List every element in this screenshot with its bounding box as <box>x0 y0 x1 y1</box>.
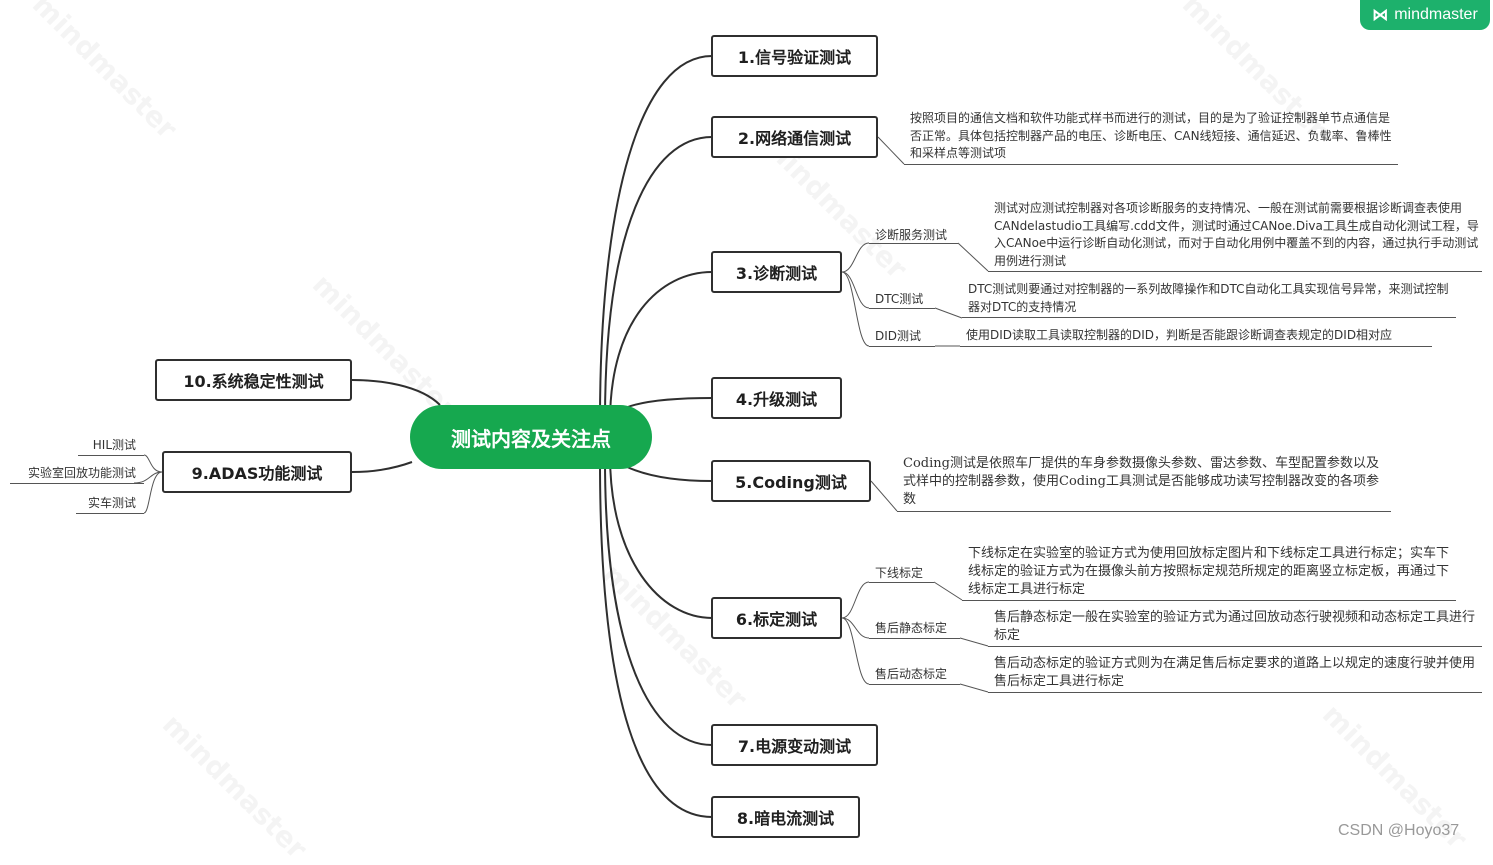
note-did: 使用DID读取工具读取控制器的DID，判断是否能跟诊断调查表规定的DID相对应 <box>960 327 1432 347</box>
branch-system-stability[interactable]: 10.系统稳定性测试 <box>155 359 352 401</box>
branch-dark-current[interactable]: 8.暗电流测试 <box>711 796 860 838</box>
note-network-communication: 按照项目的通信文档和软件功能式样书而进行的测试，目的是为了验证控制器单节点通信是… <box>904 110 1398 165</box>
footer-credit: CSDN @Hoyo37 <box>1338 822 1460 839</box>
note-coding: Coding测试是依照车厂提供的车身参数摄像头参数、雷达参数、车型配置参数以及式… <box>897 455 1391 512</box>
branch-signal-verification[interactable]: 1.信号验证测试 <box>711 35 878 77</box>
logo-mark-icon: ⋈ <box>1372 7 1389 24</box>
subtopic-vehicle-test[interactable]: 实车测试 <box>76 494 144 514</box>
subtopic-lab-playback[interactable]: 实验室回放功能测试 <box>10 464 144 484</box>
mindmaster-logo: ⋈ mindmaster <box>1360 0 1490 30</box>
logo-text: mindmaster <box>1394 6 1478 23</box>
note-diagnostic-service: 测试对应测试控制器对各项诊断服务的支持情况、一般在测试前需要根据诊断调查表使用C… <box>988 200 1482 272</box>
branch-upgrade[interactable]: 4.升级测试 <box>711 377 842 419</box>
branch-power-variation[interactable]: 7.电源变动测试 <box>711 724 878 766</box>
branch-diagnostic[interactable]: 3.诊断测试 <box>711 251 842 293</box>
branch-adas-function[interactable]: 9.ADAS功能测试 <box>162 451 352 493</box>
subtopic-dtc[interactable]: DTC测试 <box>869 290 935 309</box>
branch-calibration[interactable]: 6.标定测试 <box>711 597 842 639</box>
subtopic-diagnostic-service[interactable]: 诊断服务测试 <box>869 226 958 244</box>
note-offline-calibration: 下线标定在实验室的验证方式为使用回放标定图片和下线标定工具进行标定；实车下线标定… <box>962 545 1456 601</box>
branch-network-communication[interactable]: 2.网络通信测试 <box>711 116 878 158</box>
central-topic[interactable]: 测试内容及关注点 <box>410 405 652 469</box>
subtopic-aftersales-static[interactable]: 售后静态标定 <box>869 619 960 639</box>
note-aftersales-dynamic: 售后动态标定的验证方式则为在满足售后标定要求的道路上以规定的速度行驶并使用售后标… <box>988 655 1482 693</box>
branch-coding[interactable]: 5.Coding测试 <box>711 460 871 502</box>
subtopic-offline-calibration[interactable]: 下线标定 <box>869 564 934 583</box>
note-dtc: DTC测试则要通过对控制器的一系列故障操作和DTC自动化工具实现信号异常，来测试… <box>962 281 1456 318</box>
subtopic-did[interactable]: DID测试 <box>869 327 935 347</box>
subtopic-hil[interactable]: HIL测试 <box>78 436 144 456</box>
note-aftersales-static: 售后静态标定一般在实验室的验证方式为通过回放动态行驶视频和动态标定工具进行标定 <box>988 609 1482 647</box>
subtopic-aftersales-dynamic[interactable]: 售后动态标定 <box>869 665 960 685</box>
